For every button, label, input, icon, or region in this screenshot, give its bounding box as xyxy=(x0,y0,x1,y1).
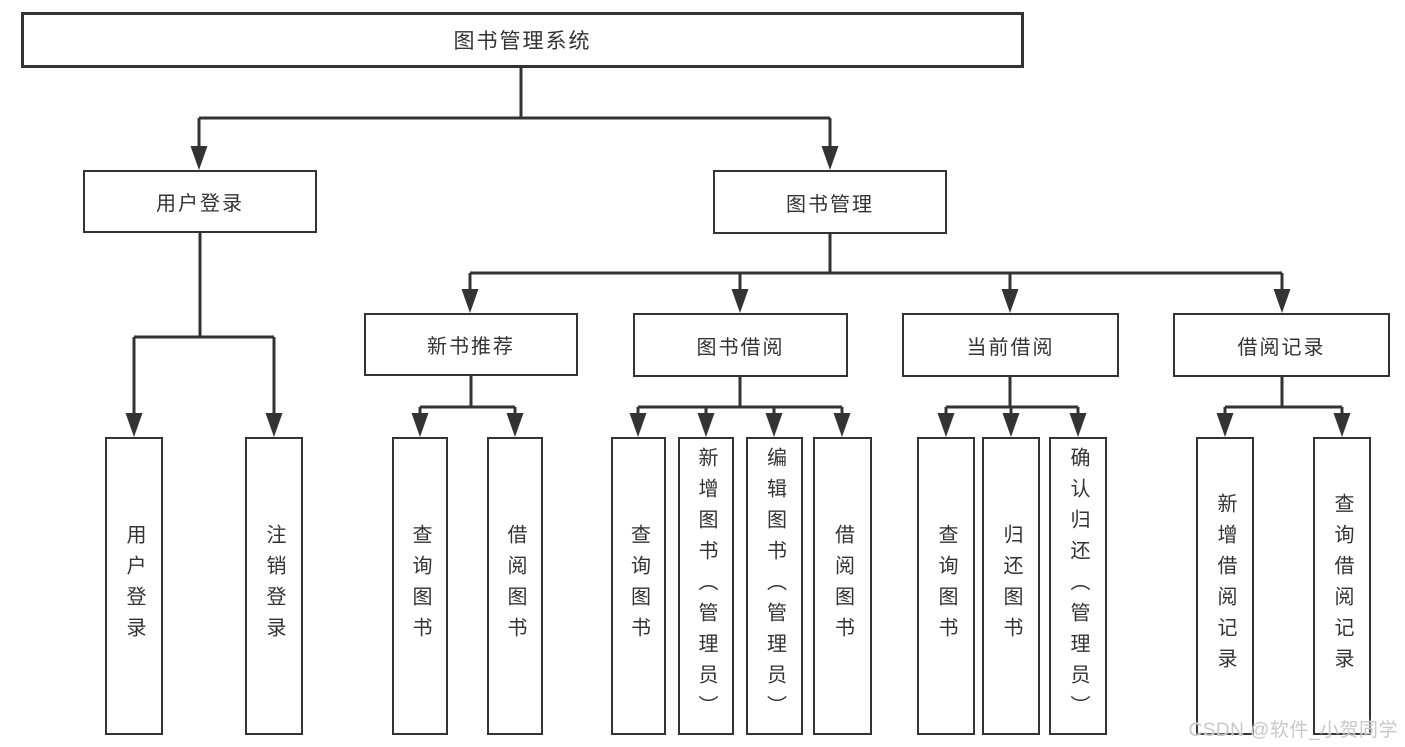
leaf-bb-query-book: 查询图书 xyxy=(611,437,666,735)
node-current-borrow: 当前借阅 xyxy=(902,313,1119,377)
leaf-nbr-query-book: 查询图书 xyxy=(392,437,448,735)
leaf-bb-borrow-book: 借阅图书 xyxy=(813,437,872,735)
leaf-user-login: 用户登录 xyxy=(105,437,163,735)
node-book-borrow: 图书借阅 xyxy=(633,313,848,377)
node-book-management: 图书管理 xyxy=(713,170,947,234)
leaf-bb-add-book: 新增图书（管理员） xyxy=(678,437,734,735)
leaf-nbr-borrow-book: 借阅图书 xyxy=(487,437,543,735)
node-user-login: 用户登录 xyxy=(83,170,317,233)
leaf-cb-confirm-return: 确认归还（管理员） xyxy=(1049,437,1107,735)
watermark: CSDN @软件_小贺同学 xyxy=(1188,720,1398,741)
leaf-cb-query-book: 查询图书 xyxy=(917,437,975,735)
leaf-bb-edit-book: 编辑图书（管理员） xyxy=(746,437,803,735)
node-borrow-records: 借阅记录 xyxy=(1173,313,1390,377)
leaf-logout: 注销登录 xyxy=(245,437,303,735)
leaf-cb-return-book: 归还图书 xyxy=(982,437,1040,735)
leaf-br-query-record: 查询借阅记录 xyxy=(1313,437,1371,735)
node-root: 图书管理系统 xyxy=(21,12,1024,68)
node-new-book-recommend: 新书推荐 xyxy=(364,313,578,376)
leaf-br-add-record: 新增借阅记录 xyxy=(1196,437,1254,735)
